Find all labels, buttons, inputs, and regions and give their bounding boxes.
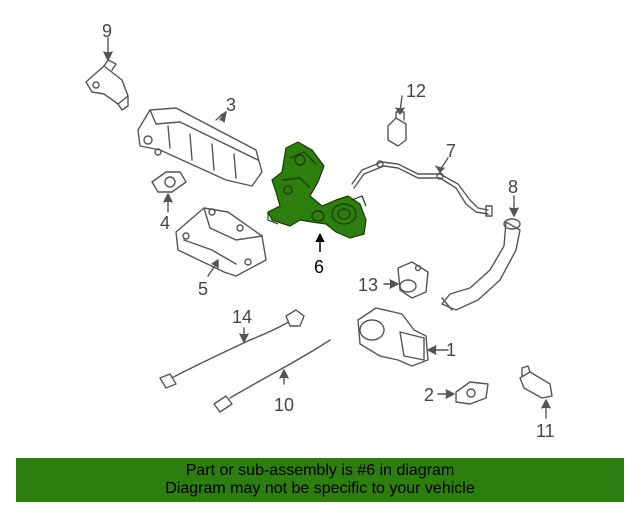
info-banner: Part or sub-assembly is #6 in diagram Di… — [16, 458, 624, 502]
callout-10: 10 — [274, 395, 295, 415]
part-9-sensor[interactable] — [85, 37, 129, 111]
callout-2: 2 — [424, 385, 435, 405]
part-6-body — [267, 141, 367, 239]
part-2-gasket[interactable] — [437, 381, 489, 405]
banner-line-1: Part or sub-assembly is #6 in diagram — [185, 462, 455, 479]
callout-9: 9 — [102, 21, 113, 41]
part-3-egr-cooler[interactable] — [137, 107, 263, 187]
callout-8: 8 — [508, 177, 519, 197]
part-12-sensor[interactable] — [387, 95, 407, 147]
part-4-gasket[interactable] — [151, 171, 187, 213]
part-6-highlighted-assembly[interactable] — [267, 141, 367, 252]
callout-4: 4 — [160, 213, 171, 233]
part-8-hose[interactable] — [441, 195, 521, 311]
callout-13: 13 — [358, 275, 379, 295]
part-13-housing[interactable] — [383, 261, 429, 299]
callout-1: 1 — [446, 340, 457, 360]
callout-6: 6 — [314, 257, 325, 277]
part-5-bracket[interactable] — [175, 207, 267, 277]
part-14-sensor-wire[interactable] — [159, 309, 305, 389]
parts-diagram — [85, 37, 553, 419]
callout-14: 14 — [232, 307, 253, 327]
callout-12: 12 — [406, 81, 427, 101]
banner-line-2: Diagram may not be specific to your vehi… — [165, 480, 475, 497]
part-11-sensor[interactable] — [519, 365, 553, 419]
callout-11: 11 — [536, 421, 555, 441]
callout-7: 7 — [446, 141, 457, 161]
callout-5: 5 — [198, 279, 209, 299]
part-7-pipe[interactable] — [351, 157, 493, 217]
part-10-sensor-wire[interactable] — [213, 339, 331, 413]
callout-3: 3 — [226, 95, 237, 115]
part-1-egr-valve[interactable] — [357, 307, 449, 367]
